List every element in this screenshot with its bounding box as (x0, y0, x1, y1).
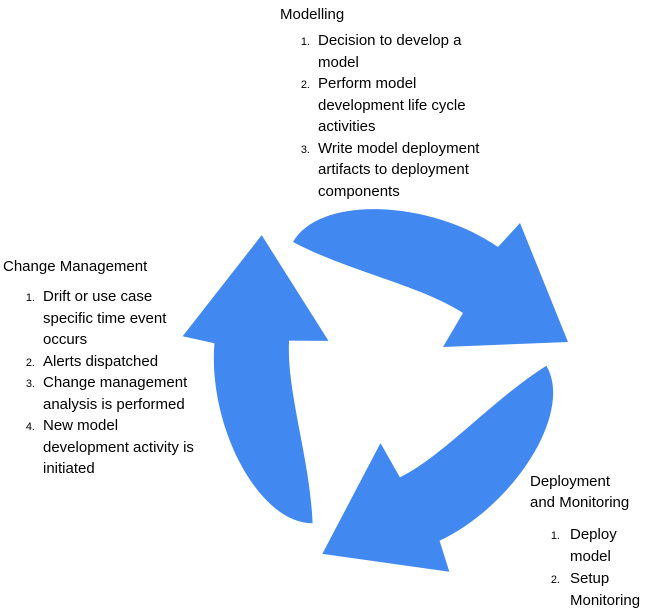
item-number: 2. (25, 356, 35, 369)
item-number: 2. (300, 79, 310, 91)
item-number: 3. (300, 143, 310, 156)
item-number: 1. (25, 292, 35, 304)
item-number: 3. (25, 378, 35, 390)
item-number: 4. (25, 421, 35, 433)
item-number: 1. (550, 530, 560, 542)
cycle-arrow-right (317, 313, 575, 613)
list-item: 2. Alerts dispatched (19, 351, 194, 373)
section-title-change-management: Change Management (3, 258, 148, 275)
item-number: 2. (550, 574, 560, 586)
cycle-arrow-top (293, 209, 568, 347)
item-text: Alerts dispatched (43, 352, 159, 370)
section-title-deployment-monitoring: Deployment and Monitoring (530, 473, 630, 511)
section-title-modelling: Modelling (280, 6, 345, 23)
item-number: 1. (300, 36, 310, 48)
